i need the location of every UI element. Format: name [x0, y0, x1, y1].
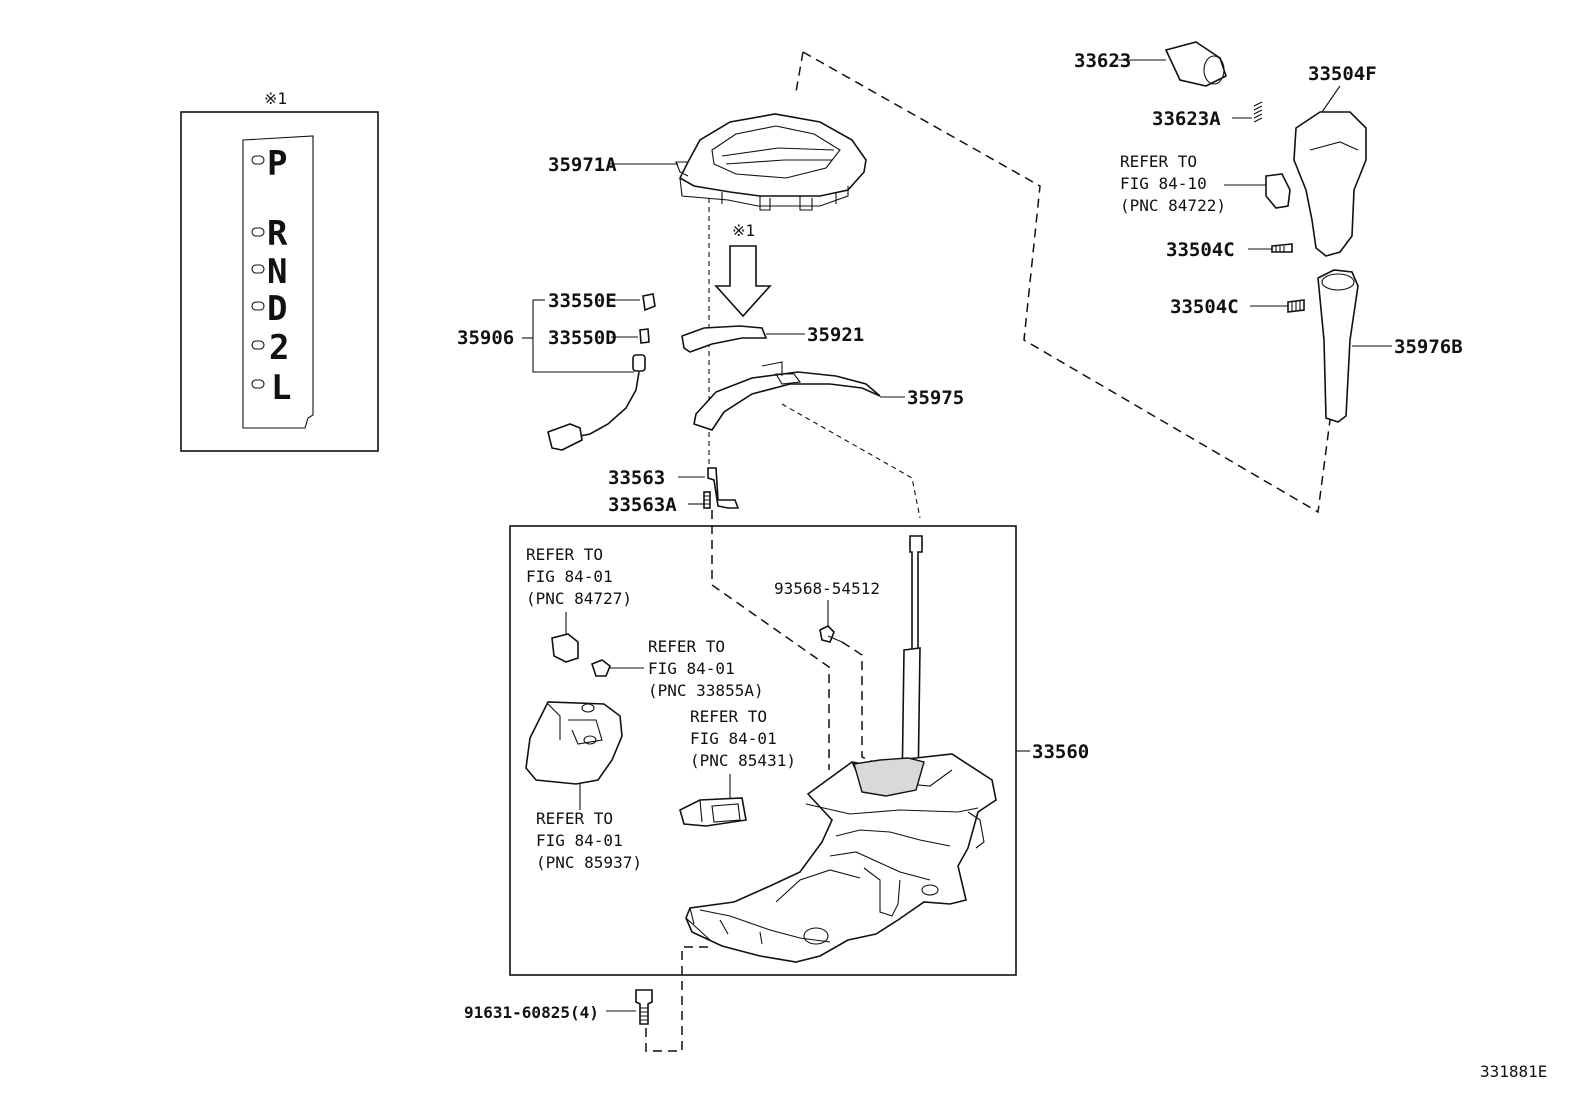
- ref-85937-line1: REFER TO: [536, 809, 613, 828]
- part-number-35906: 35906: [457, 327, 514, 349]
- part-number-35976b: 35976B: [1394, 336, 1463, 358]
- indicator-gear-n: N: [251, 252, 287, 292]
- bolt-93568-54512: 93568-54512: [774, 579, 880, 643]
- part-number-33563: 33563: [608, 467, 665, 489]
- ref-33855a-line2: FIG 84-01: [648, 659, 735, 678]
- lock-pin-33563: 33563 33563A: [608, 467, 740, 516]
- bulb-socket-group: 35906 33550E 33550D: [457, 290, 656, 451]
- gear-letter-r: R: [267, 214, 288, 254]
- part-number-33623a: 33623A: [1152, 108, 1221, 130]
- indicator-gear-2: 2: [251, 328, 289, 368]
- screw-33504c-lower: 33504C: [1170, 296, 1305, 318]
- part-number-33504c-lower: 33504C: [1170, 296, 1239, 318]
- bracket-ref-85937: REFER TO FIG 84-01 (PNC 85937): [525, 701, 642, 872]
- part-number-33563a: 33563A: [608, 494, 677, 516]
- slide-plate-35975: 35975: [693, 361, 964, 431]
- shift-lever-assembly-33560: 33560: [509, 525, 1089, 976]
- ref-84722-line3: (PNC 84722): [1120, 196, 1226, 215]
- knob-button-33623: 33623: [1074, 41, 1227, 87]
- ref-85937-line3: (PNC 85937): [536, 853, 642, 872]
- indicator-frame: [180, 111, 379, 452]
- ref-84727-line2: FIG 84-01: [526, 567, 613, 586]
- ref-85431-line3: (PNC 85431): [690, 751, 796, 770]
- ref-84722-line2: FIG 84-10: [1120, 174, 1207, 193]
- gear-letter-p: P: [267, 144, 287, 184]
- sensor-ref-84727: REFER TO FIG 84-01 (PNC 84727): [526, 545, 632, 663]
- indicator-note: ※1: [264, 89, 287, 108]
- spring-33623a: 33623A: [1152, 101, 1263, 130]
- ref-84722-line1: REFER TO: [1120, 152, 1197, 171]
- indicator-gear-l: L: [251, 368, 291, 408]
- ref-84727-line3: (PNC 84727): [526, 589, 632, 608]
- indicator-gear-d: D: [251, 289, 287, 329]
- part-number-33550e: 33550E: [548, 290, 617, 312]
- part-number-35971a: 35971A: [548, 154, 617, 176]
- knob-switch-ref-84722: REFER TO FIG 84-10 (PNC 84722): [1120, 152, 1291, 215]
- switch-ref-85431: REFER TO FIG 84-01 (PNC 85431): [679, 707, 796, 827]
- part-number-33550d: 33550D: [548, 327, 617, 349]
- part-number-35975: 35975: [907, 387, 964, 409]
- gear-letter-2: 2: [269, 328, 289, 368]
- part-number-93568-54512: 93568-54512: [774, 579, 880, 598]
- ref-84727-line1: REFER TO: [526, 545, 603, 564]
- label-35971a: 35971A: [548, 154, 678, 176]
- shift-indicator-inset: ※1 P R N D 2 L: [180, 89, 379, 452]
- indicator-gear-p: P: [251, 144, 287, 184]
- knob-33504f: 33504F: [1293, 63, 1377, 257]
- light-guide-35921: 35921: [681, 324, 864, 353]
- ref-85937-line2: FIG 84-01: [536, 831, 623, 850]
- bolt-91631-60825: 91631-60825(4): [464, 989, 653, 1025]
- ref-85431-line2: FIG 84-01: [690, 729, 777, 748]
- ref-85431-line1: REFER TO: [690, 707, 767, 726]
- screw-33504c-upper: 33504C: [1166, 239, 1293, 261]
- ref-33855a-line1: REFER TO: [648, 637, 725, 656]
- reference-arrow: ※1: [714, 221, 772, 318]
- diagram-id: 331881E: [1480, 1062, 1547, 1081]
- part-number-33560: 33560: [1032, 741, 1089, 763]
- part-number-33504f: 33504F: [1308, 63, 1377, 85]
- indicator-gear-r: R: [251, 214, 288, 254]
- lever-cover-35976b: 35976B: [1317, 269, 1463, 423]
- part-number-91631-60825: 91631-60825(4): [464, 1003, 599, 1022]
- shift-bezel-35971a: [675, 113, 867, 211]
- part-number-33504c-upper: 33504C: [1166, 239, 1235, 261]
- part-number-35921: 35921: [807, 324, 864, 346]
- gear-letter-d: D: [267, 289, 287, 329]
- part-number-33623: 33623: [1074, 50, 1131, 72]
- bulb-ref-33855a: REFER TO FIG 84-01 (PNC 33855A): [591, 637, 764, 700]
- arrow-note: ※1: [732, 221, 755, 240]
- indicator-plate: [242, 135, 314, 429]
- gear-letter-l: L: [271, 368, 291, 408]
- ref-33855a-line3: (PNC 33855A): [648, 681, 764, 700]
- gear-letter-n: N: [267, 252, 287, 292]
